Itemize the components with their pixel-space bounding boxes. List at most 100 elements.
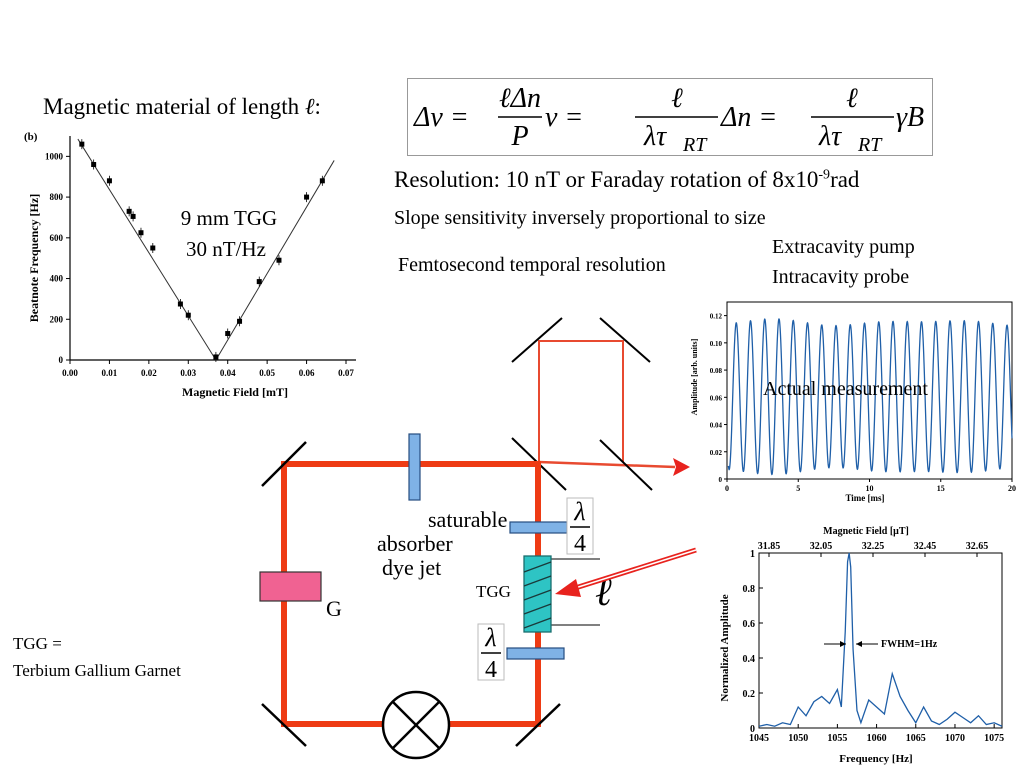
y-tick-label: 0.12 (710, 313, 723, 321)
y-tick-label: 1 (750, 549, 755, 560)
y-axis-label: Amplitude [arb. units] (690, 338, 699, 415)
x-tick-label: 0.00 (62, 368, 78, 378)
top-tick-label: 32.45 (914, 541, 937, 552)
fwhm-label: FWHM=1Hz (881, 639, 938, 650)
svg-text:4: 4 (485, 657, 497, 683)
fit-line (77, 138, 217, 361)
x-tick-label: 0.05 (259, 368, 275, 378)
resolution-main: Resolution: 10 nT or Faraday rotation of… (394, 167, 819, 192)
probe-text: Intracavity probe (772, 266, 910, 288)
eq-tail1: ν = (545, 102, 583, 133)
y-tick-label: 0 (719, 476, 723, 484)
y-tick-label: 800 (50, 192, 64, 202)
x-tick-label: 0.01 (102, 368, 118, 378)
y-tick-label: 600 (50, 233, 64, 243)
spectrum-series-line (758, 552, 1003, 727)
chopper-symbol (381, 690, 451, 760)
eq-frac2-den: λτ (643, 121, 667, 152)
output-arrow-head (673, 458, 690, 476)
data-point (106, 178, 112, 184)
y-tick-label: 0.10 (710, 340, 723, 348)
eq-tail3: γB (896, 102, 924, 133)
data-point (304, 194, 310, 200)
eq-lhs: Δν = (413, 102, 469, 133)
laser-cavity-diagram: saturable absorber dye jet G λ 4 λ 4 TGG… (259, 317, 697, 760)
quarter-waveplate-bottom (506, 647, 565, 660)
x-axis-label: Time [ms] (845, 493, 884, 503)
title-colon: : (314, 94, 321, 119)
y-tick-label: 0.04 (710, 422, 723, 430)
panel-label: (b) (24, 131, 38, 143)
y-axis-label: Beatnote Frequency [Hz] (27, 194, 41, 322)
eq-frac3-num: ℓ (846, 83, 858, 114)
equation: Δν = ℓΔn P ν = ℓ λτ RT Δn = ℓ λτ RT γB (413, 83, 924, 155)
amplitude-series-line (727, 318, 1013, 476)
slope-text: Slope sensitivity inversely proportional… (394, 207, 766, 229)
x-tick-label: 10 (866, 484, 874, 493)
pump-text: Extracavity pump (772, 236, 915, 258)
eq-tail2: Δn = (720, 102, 777, 133)
plot-frame (758, 552, 1003, 729)
y-tick-label: 0 (750, 724, 755, 735)
lambda-quarter-top: λ 4 (566, 497, 594, 557)
x-tick-label: 0 (725, 484, 729, 493)
mirror-bottom-right (515, 703, 561, 747)
annotation-sensitivity: 30 nT/Hz (186, 237, 266, 261)
y-tick-label: 0.8 (743, 584, 756, 595)
data-point (126, 208, 132, 214)
x-tick-label: 1050 (788, 733, 808, 744)
x-tick-label: 0.07 (338, 368, 354, 378)
data-point (150, 245, 156, 251)
top-tick-label: 32.05 (810, 541, 833, 552)
x-tick-label: 0.06 (299, 368, 315, 378)
quarter-waveplate-top (509, 521, 568, 534)
data-point (225, 331, 231, 337)
tgg-label: TGG (476, 582, 511, 601)
top-axis-label: Magnetic Field [μT] (823, 526, 909, 537)
y-tick-label: 0.06 (710, 394, 723, 402)
x-tick-label: 0.04 (220, 368, 236, 378)
annotation-tgg-length: 9 mm TGG (181, 206, 277, 230)
saturable-absorber (408, 433, 421, 501)
eq-frac2-sub: RT (682, 134, 708, 155)
y-tick-label: 0.08 (710, 367, 723, 375)
sat-label-1: saturable (428, 507, 507, 532)
data-point (276, 257, 282, 263)
y-tick-label: 0.2 (743, 689, 756, 700)
x-tick-label: 1070 (945, 733, 965, 744)
y-tick-label: 400 (50, 274, 64, 284)
y-tick-label: 200 (50, 314, 64, 324)
x-tick-label: 1075 (984, 733, 1004, 744)
eq-frac1-num: ℓΔn (499, 83, 541, 114)
sat-label-2: absorber (377, 531, 453, 556)
lambda-quarter-bottom: λ 4 (477, 623, 505, 683)
mirror-ext-top-left (511, 317, 563, 363)
tgg-definition-1: TGG = (13, 634, 62, 653)
y-tick-label: 0.02 (710, 449, 723, 457)
x-axis-label: Magnetic Field [mT] (182, 385, 288, 399)
beamsplitter-right (599, 439, 653, 491)
tgg-coil (523, 561, 552, 629)
data-point (79, 141, 85, 147)
data-point (138, 230, 144, 236)
tgg-definition-2: Terbium Gallium Garnet (13, 661, 181, 680)
top-tick-label: 31.85 (758, 541, 781, 552)
actual-measurement-label: Actual measurement (763, 378, 928, 400)
data-point (213, 354, 219, 360)
top-tick-label: 32.25 (862, 541, 885, 552)
x-tick-label: 1055 (827, 733, 847, 744)
output-beam (538, 460, 676, 469)
data-point (185, 312, 191, 318)
mirror-bottom-left (261, 703, 307, 747)
svg-text:4: 4 (574, 531, 586, 557)
y-tick-label: 0 (59, 355, 64, 365)
x-tick-label: 0.03 (180, 368, 196, 378)
sat-label-3: dye jet (382, 555, 441, 580)
y-axis-label: Normalized Amplitude (719, 594, 731, 701)
x-tick-label: 5 (796, 484, 800, 493)
eq-frac2-num: ℓ (671, 83, 683, 114)
data-point (91, 162, 97, 168)
